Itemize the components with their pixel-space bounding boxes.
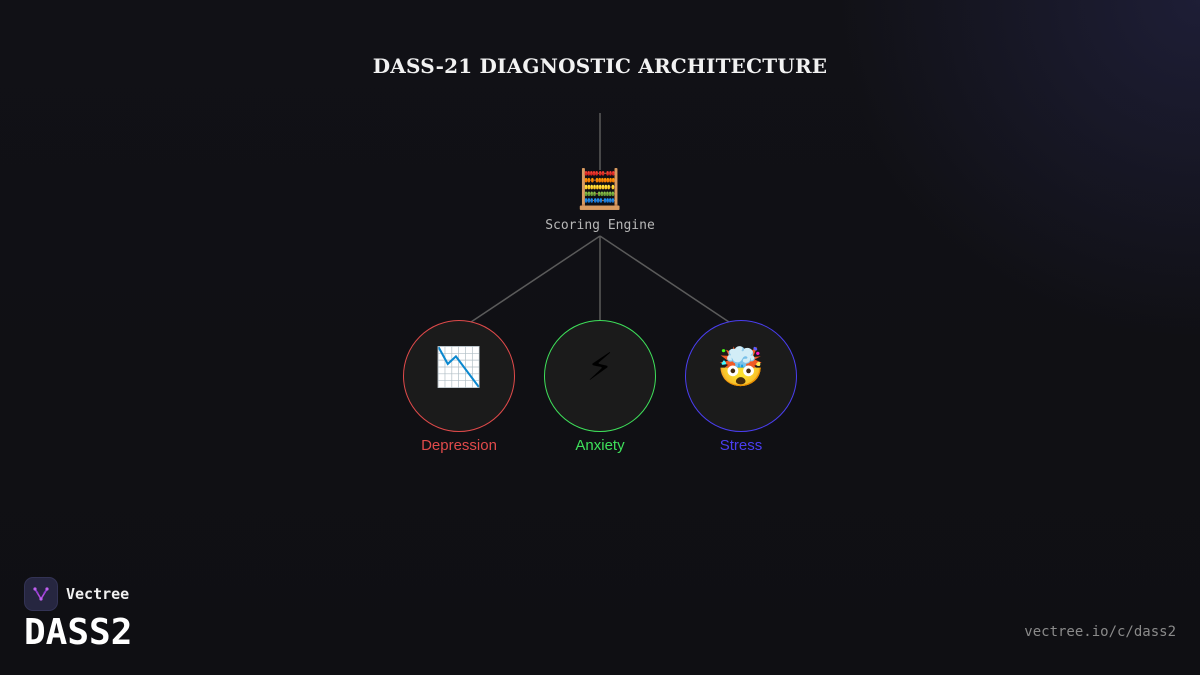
chart-decreasing-icon: 📉 (435, 345, 483, 389)
stress-label: Stress (719, 437, 763, 454)
depression-node: 📉 Depression (389, 320, 529, 454)
stress-node: 🤯 Stress (671, 320, 811, 454)
diagram-title: DASS-21 DIAGNOSTIC ARCHITECTURE (372, 54, 828, 78)
connector-depression (470, 235, 601, 323)
anxiety-label: Anxiety (575, 437, 625, 454)
product-name: DASS2 (24, 612, 133, 653)
footer-url[interactable]: vectree.io/c/dass2 (1024, 624, 1176, 640)
stress-circle: 🤯 (685, 320, 797, 432)
anxiety-circle: ⚡ (544, 320, 656, 432)
abacus-icon: 🧮 (576, 167, 624, 211)
brand-name: Vectree (66, 585, 130, 603)
depression-circle: 📉 (403, 320, 515, 432)
connector-stress (599, 235, 730, 323)
scoring-engine-label: Scoring Engine (545, 218, 655, 233)
brand[interactable]: Vectree (24, 577, 129, 611)
depression-label: Depression (421, 437, 497, 454)
exploding-head-icon: 🤯 (717, 345, 765, 389)
anxiety-node: ⚡ Anxiety (530, 320, 670, 454)
lightning-icon: ⚡ (586, 345, 614, 389)
vectree-logo-icon (24, 577, 58, 611)
scoring-engine-node: 🧮 Scoring Engine (520, 164, 680, 233)
